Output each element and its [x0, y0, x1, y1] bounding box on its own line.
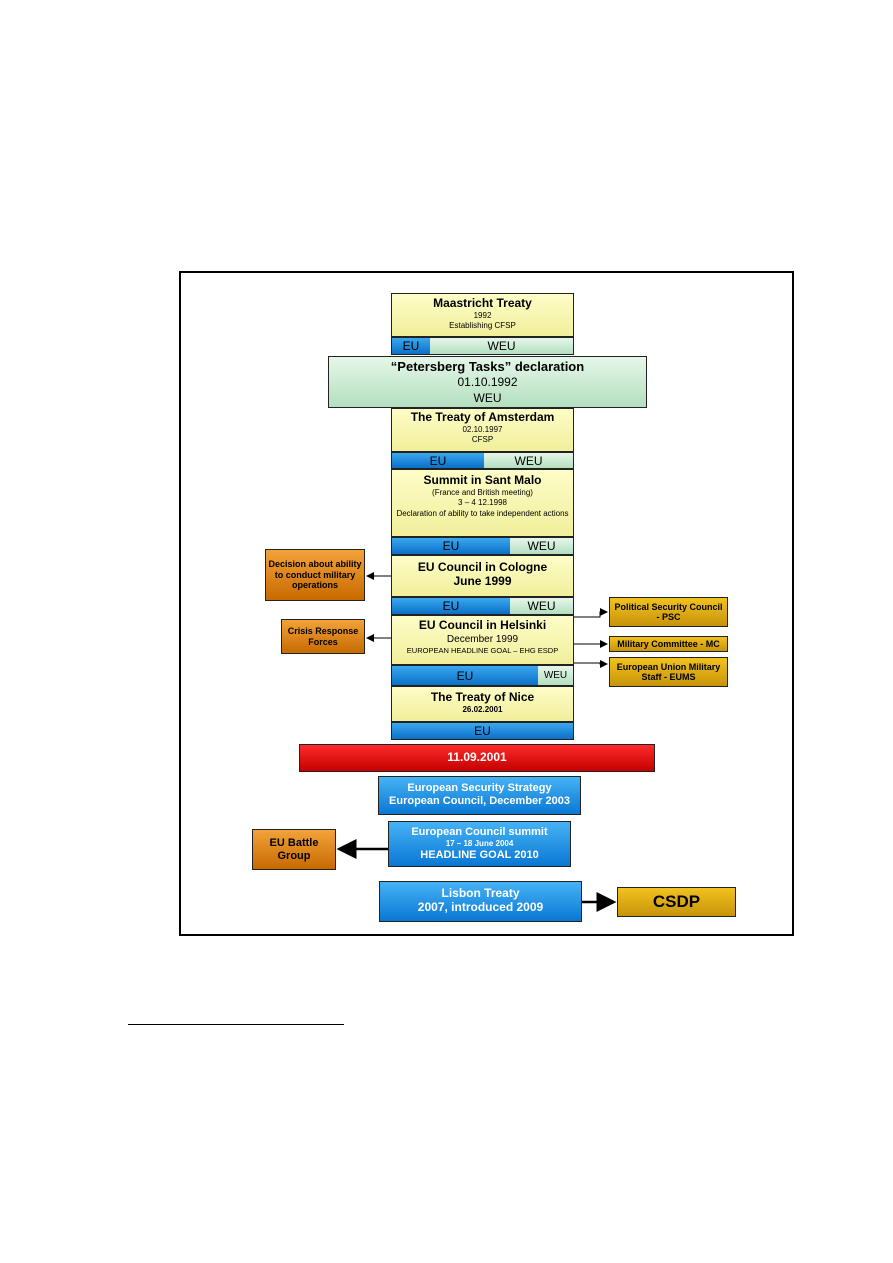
summit-2004-box: European Council summit 17 – 18 June 200… [388, 821, 571, 867]
mc-label: Military Committee - MC [617, 638, 720, 649]
csdp-box: CSDP [617, 887, 736, 917]
eu-weu-bar-4: EU WEU [391, 597, 574, 615]
eu-weu-bar-1: EU WEU [391, 337, 574, 355]
eu-weu-bar-3: EU WEU [391, 537, 574, 555]
csdp-label: CSDP [652, 892, 701, 912]
eu-segment: EU [392, 338, 430, 354]
eu-weu-bar-5: EU WEU [391, 665, 574, 686]
amsterdam-treaty-box: The Treaty of Amsterdam 02.10.1997 CFSP [391, 408, 574, 452]
ess-sub: European Council, December 2003 [389, 794, 570, 807]
decision-label: Decision about ability to conduct milita… [268, 559, 362, 591]
maastricht-title: Maastricht Treaty [433, 296, 532, 310]
eums-box: European Union Military Staff - EUMS [609, 657, 728, 687]
nice-treaty-box: The Treaty of Nice 26.02.2001 [391, 686, 574, 722]
petersberg-date: 01.10.1992 [457, 374, 518, 389]
weu-segment: WEU [484, 453, 573, 468]
crisis-label: Crisis Response Forces [287, 626, 359, 647]
nice-date: 26.02.2001 [462, 704, 503, 714]
helsinki-sub: EUROPEAN HEADLINE GOAL – EHG ESDP [406, 645, 559, 655]
summit-2004-date: 17 – 18 June 2004 [445, 838, 514, 848]
maastricht-treaty-box: Maastricht Treaty 1992 Establishing CFSP [391, 293, 574, 337]
eu-weu-bar-2: EU WEU [391, 452, 574, 469]
weu-segment: WEU [510, 598, 573, 614]
arrow-to-psc [574, 608, 608, 618]
nine-eleven-box: 11.09.2001 [299, 744, 655, 772]
weu-segment: WEU [430, 338, 573, 354]
psc-box: Political Security Council - PSC [609, 597, 728, 627]
arrow-to-eums [574, 660, 608, 668]
eu-segment: EU [392, 723, 573, 739]
amsterdam-date: 02.10.1997 [462, 424, 503, 434]
lisbon-title: Lisbon Treaty [441, 886, 520, 900]
mc-box: Military Committee - MC [609, 636, 728, 652]
crisis-response-box: Crisis Response Forces [281, 619, 365, 654]
lisbon-sub: 2007, introduced 2009 [417, 899, 544, 914]
cologne-date: June 1999 [453, 573, 512, 588]
weu-segment: WEU [538, 666, 573, 685]
maastricht-sub: Establishing CFSP [449, 321, 516, 331]
ess-box: European Security Strategy European Coun… [378, 776, 581, 815]
ess-title: European Security Strategy [407, 782, 552, 794]
eu-segment: EU [392, 453, 484, 468]
footnote-separator [128, 1024, 344, 1025]
eu-segment: EU [392, 666, 538, 685]
cologne-title: EU Council in Cologne [417, 560, 548, 574]
petersberg-title: “Petersberg Tasks” declaration [390, 359, 585, 374]
eu-bar-6: EU [391, 722, 574, 740]
sant-malo-note: (France and British meeting) [432, 487, 533, 497]
sant-malo-sub: Declaration of ability to take independe… [396, 508, 569, 518]
amsterdam-title: The Treaty of Amsterdam [410, 410, 555, 424]
sant-malo-title: Summit in Sant Malo [423, 473, 542, 487]
petersberg-org: WEU [473, 390, 502, 405]
summit-2004-sub: HEADLINE GOAL 2010 [420, 849, 539, 862]
lisbon-treaty-box: Lisbon Treaty 2007, introduced 2009 [379, 881, 582, 922]
eu-segment: EU [392, 598, 510, 614]
helsinki-council-box: EU Council in Helsinki December 1999 EUR… [391, 615, 574, 665]
nice-title: The Treaty of Nice [430, 690, 535, 704]
sant-malo-summit-box: Summit in Sant Malo (France and British … [391, 469, 574, 537]
helsinki-title: EU Council in Helsinki [418, 618, 547, 632]
psc-label: Political Security Council - PSC [614, 601, 723, 622]
weu-segment: WEU [510, 538, 573, 554]
diagram-frame [179, 271, 794, 936]
summit-2004-title: European Council summit [411, 826, 548, 838]
battle-group-box: EU Battle Group [252, 829, 336, 870]
helsinki-date: December 1999 [446, 633, 519, 645]
maastricht-year: 1992 [473, 310, 492, 320]
eu-segment: EU [392, 538, 510, 554]
battle-group-label: EU Battle Group [269, 836, 319, 862]
eums-label: European Union Military Staff - EUMS [616, 661, 721, 682]
nine-eleven-label: 11.09.2001 [447, 750, 507, 765]
cologne-council-box: EU Council in Cologne June 1999 [391, 555, 574, 597]
sant-malo-date: 3 – 4 12.1998 [458, 498, 507, 508]
amsterdam-sub: CFSP [471, 435, 494, 445]
petersberg-tasks-box: “Petersberg Tasks” declaration 01.10.199… [328, 356, 647, 408]
decision-box: Decision about ability to conduct milita… [265, 549, 365, 601]
